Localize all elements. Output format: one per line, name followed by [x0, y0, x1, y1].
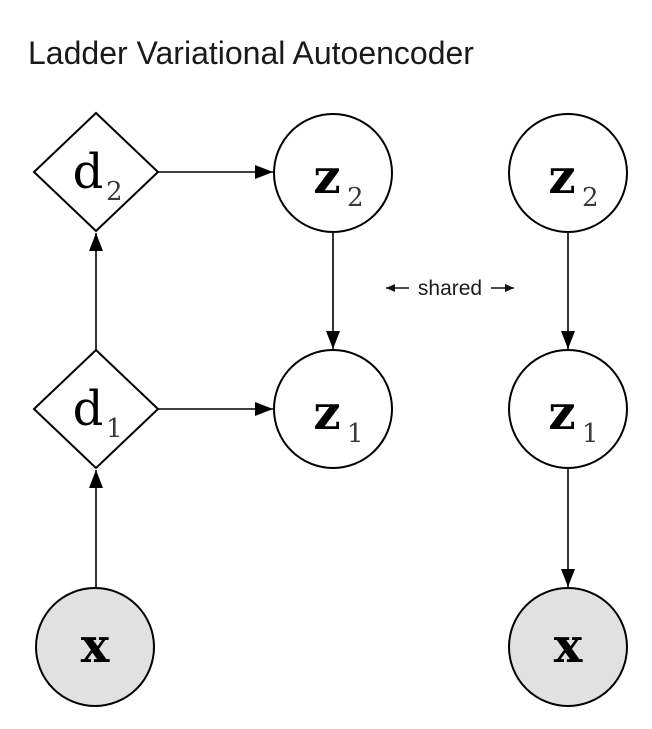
node-z1-right-label: z [548, 385, 575, 441]
node-z1-left-subscript: 1 [347, 419, 364, 449]
node-d2-subscript: 2 [106, 177, 123, 207]
node-x-left-label: x [81, 618, 110, 674]
node-x-right: x [508, 587, 628, 707]
diamond-shape-d2 [32, 111, 160, 233]
node-x-right-label: x [554, 618, 583, 674]
node-z2-right-subscript: 2 [582, 183, 599, 213]
node-z1-right: z 1 [508, 349, 628, 469]
node-z2-right: z 2 [508, 113, 628, 233]
circle-shape-z2-left [273, 113, 393, 233]
node-z1-left: z 1 [273, 349, 393, 469]
circle-shape-x-left [35, 587, 155, 707]
circle-shape-x-right [508, 587, 628, 707]
node-z2-left-label: z [313, 149, 340, 205]
diamond-shape-d1 [32, 348, 160, 470]
figure-title: Ladder Variational Autoencoder [28, 35, 474, 71]
node-z2-right-label: z [548, 149, 575, 205]
node-z1-right-subscript: 1 [582, 419, 599, 449]
node-d1: d 1 [32, 348, 160, 470]
circle-shape-z2-right [508, 113, 628, 233]
node-d1-subscript: 1 [106, 414, 123, 444]
node-d2: d 2 [32, 111, 160, 233]
node-z2-left-subscript: 2 [347, 183, 364, 213]
node-d2-label: d [73, 144, 104, 200]
shared-label: shared [418, 277, 482, 300]
node-d1-label: d [73, 381, 104, 437]
circle-shape-z1-right [508, 349, 628, 469]
circle-shape-z1-left [273, 349, 393, 469]
node-z1-left-label: z [313, 385, 340, 441]
node-z2-left: z 2 [273, 113, 393, 233]
node-x-left: x [35, 587, 155, 707]
